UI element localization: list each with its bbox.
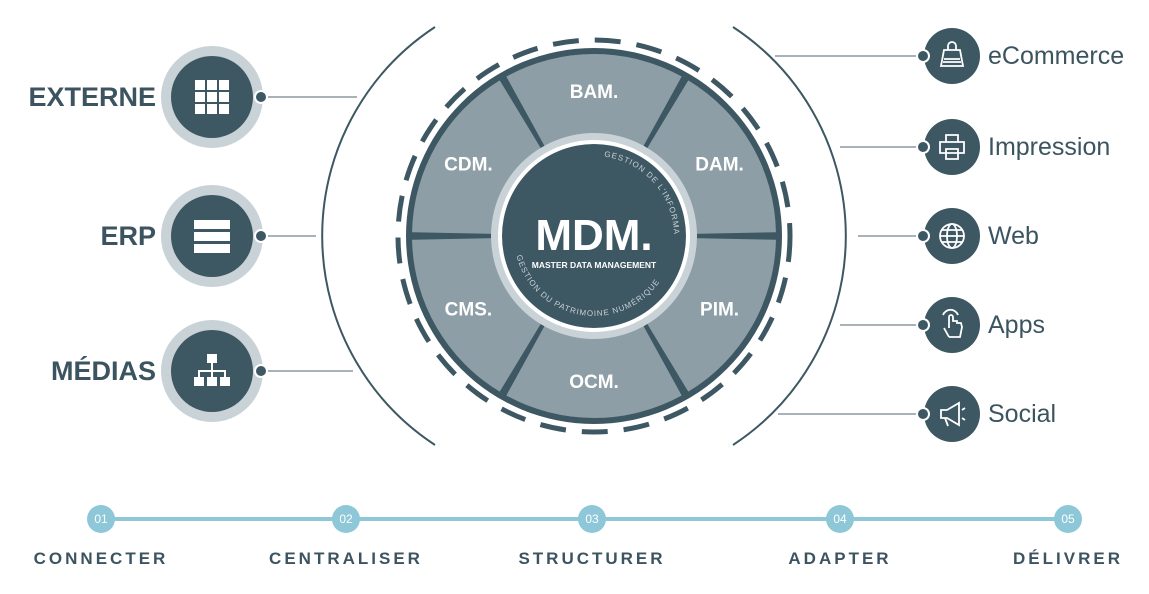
connector-dot xyxy=(916,140,930,154)
step-marker: 01 xyxy=(87,505,115,533)
segment-label: BAM. xyxy=(570,82,619,103)
step-label-delivrer: DÉLIVRER xyxy=(1013,549,1123,568)
list-icon xyxy=(194,220,230,253)
connector-dot xyxy=(916,407,930,421)
right-arc xyxy=(732,26,847,446)
step-number: 04 xyxy=(833,512,847,526)
shopping-bag-icon xyxy=(939,41,965,67)
step-label-structurer: STRUCTURER xyxy=(518,549,666,568)
core-title: MDM. xyxy=(535,211,652,260)
output-circle xyxy=(924,386,980,442)
step-number: 03 xyxy=(585,512,599,526)
step-circle xyxy=(826,505,854,533)
output-node xyxy=(916,28,980,84)
segment-label: PIM. xyxy=(700,300,739,321)
segment-cms xyxy=(412,238,543,392)
step-number: 02 xyxy=(339,512,353,526)
segment-pim xyxy=(645,238,776,392)
step-circle xyxy=(578,505,606,533)
segment-dam xyxy=(645,80,776,234)
output-circle xyxy=(924,297,980,353)
dashed-ring xyxy=(395,37,793,435)
printer-icon xyxy=(939,134,965,160)
steps-group: 01 02 03 04 05 xyxy=(87,505,1082,533)
connector-dot xyxy=(916,318,930,332)
output-node xyxy=(916,119,980,175)
segment-bam xyxy=(506,53,682,149)
output-label-apps: Apps xyxy=(988,311,1045,339)
step-circle xyxy=(1054,505,1082,533)
core-disc xyxy=(502,144,686,328)
output-group xyxy=(916,28,980,442)
step-circle xyxy=(332,505,360,533)
connector-dot xyxy=(254,364,268,378)
step-number: 05 xyxy=(1061,512,1075,526)
connector-dot xyxy=(916,229,930,243)
connector-dot xyxy=(254,90,268,104)
segment-ocm xyxy=(506,323,682,419)
source-label-externe: EXTERNE xyxy=(28,82,156,112)
source-node xyxy=(161,46,268,148)
step-marker: 04 xyxy=(826,505,854,533)
step-marker: 05 xyxy=(1054,505,1082,533)
touch-hand-icon xyxy=(942,308,963,338)
connector-dot xyxy=(254,229,268,243)
output-node xyxy=(916,386,980,442)
output-circle xyxy=(924,119,980,175)
source-node xyxy=(161,320,268,422)
segment-cdm xyxy=(412,80,543,234)
step-number: 01 xyxy=(94,512,108,526)
output-node xyxy=(916,208,980,264)
step-marker: 03 xyxy=(578,505,606,533)
output-circle xyxy=(924,28,980,84)
step-label-adapter: ADAPTER xyxy=(788,549,892,568)
core-subtitle: MASTER DATA MANAGEMENT xyxy=(532,260,657,270)
step-circle xyxy=(87,505,115,533)
hierarchy-icon xyxy=(194,354,230,386)
segment-label: CMS. xyxy=(445,300,493,321)
globe-icon xyxy=(939,223,965,249)
step-label-centraliser: CENTRALISER xyxy=(269,549,423,568)
source-label-erp: ERP xyxy=(100,221,156,251)
segment-label: DAM. xyxy=(695,155,744,176)
connector-dot xyxy=(916,49,930,63)
step-marker: 02 xyxy=(332,505,360,533)
step-label-connecter: CONNECTER xyxy=(33,549,169,568)
segment-label: OCM. xyxy=(569,372,619,393)
output-label-web: Web xyxy=(988,222,1039,250)
source-node xyxy=(161,185,268,287)
output-label-impression: Impression xyxy=(988,133,1111,161)
megaphone-icon xyxy=(940,401,966,427)
left-arc xyxy=(321,26,436,446)
segments-group: BAM. DAM. PIM. OCM. CMS. CDM. xyxy=(412,53,776,419)
output-label-ecommerce: eCommerce xyxy=(988,42,1125,70)
grid-icon xyxy=(195,80,229,114)
output-label-social: Social xyxy=(988,400,1057,428)
source-label-medias: MÉDIAS xyxy=(50,356,156,386)
source-group xyxy=(161,46,268,422)
output-node xyxy=(916,297,980,353)
segment-label: CDM. xyxy=(444,155,493,176)
